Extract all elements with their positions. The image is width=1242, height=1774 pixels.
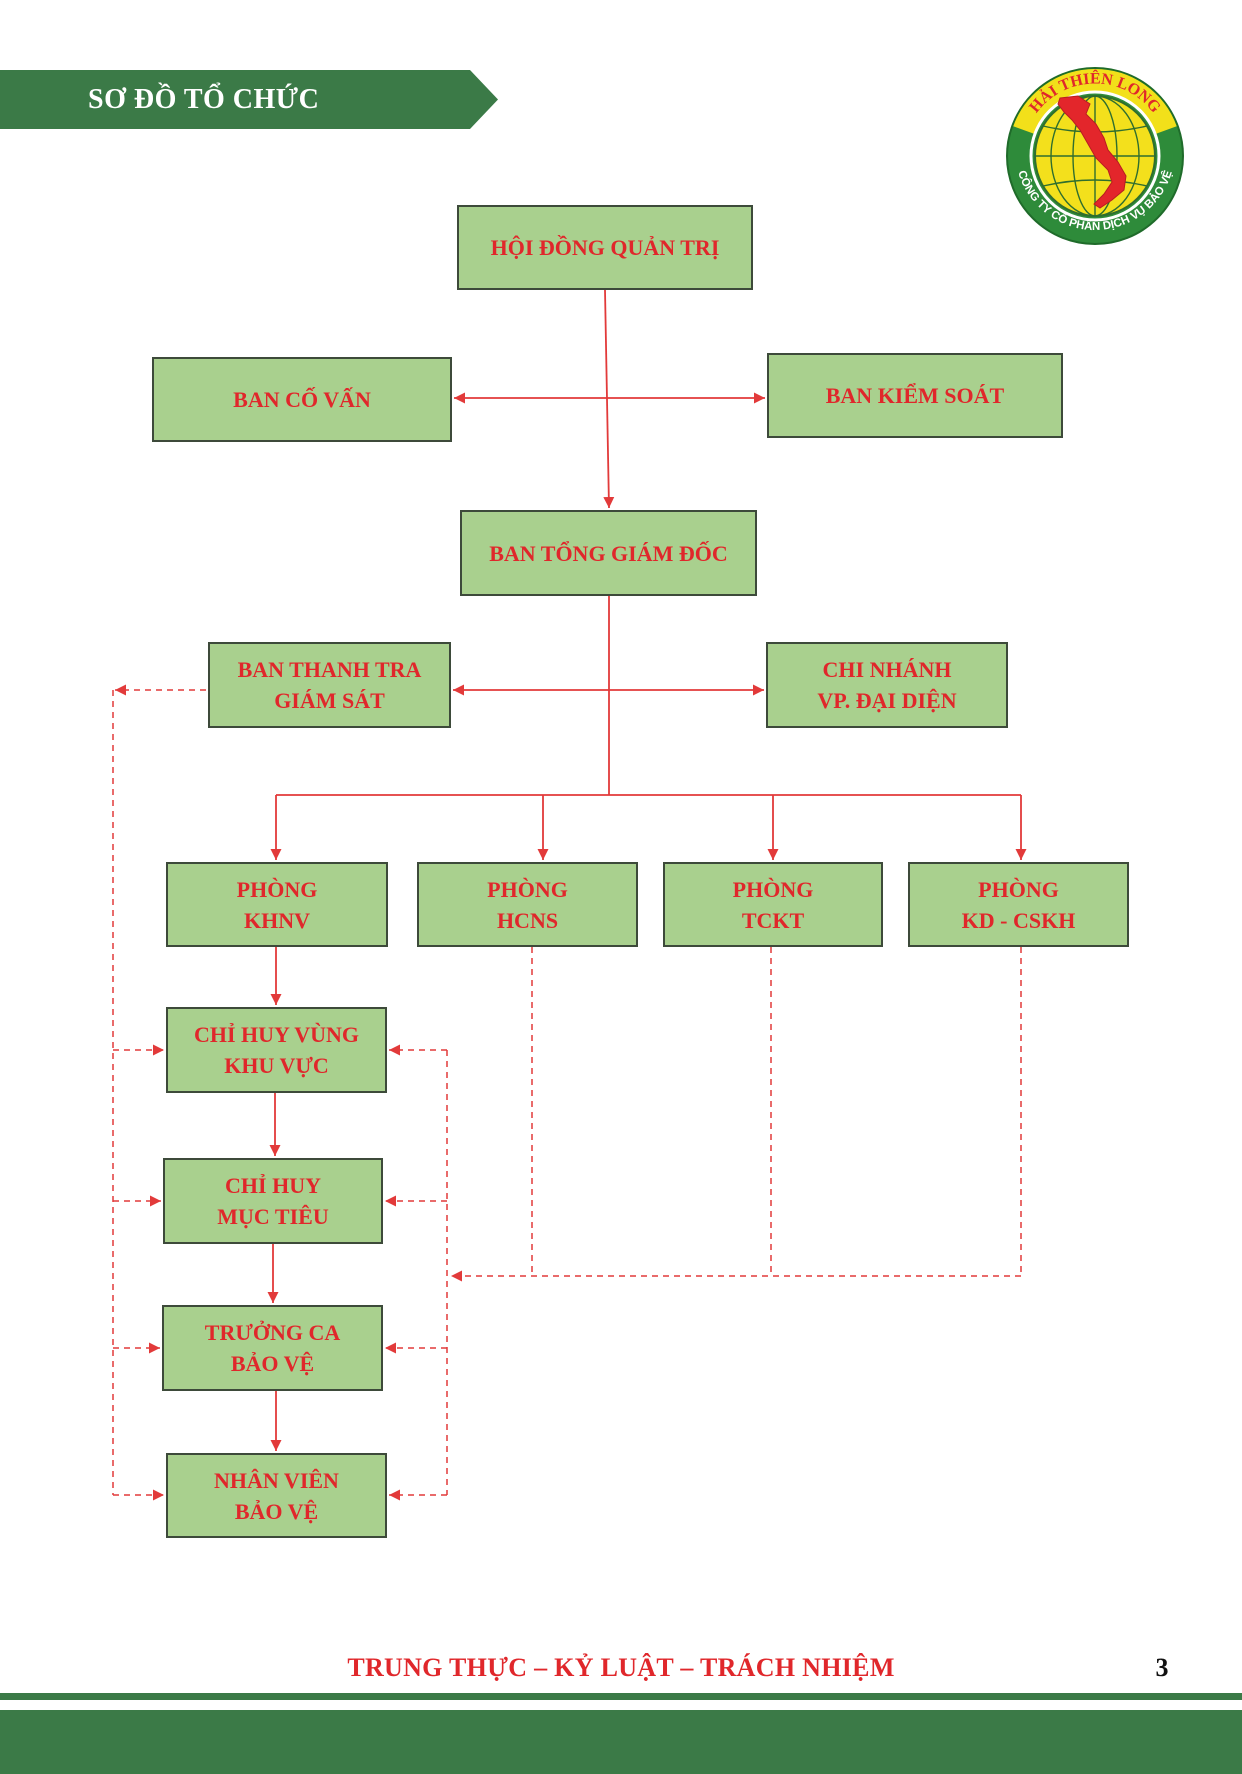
page-number: 3 bbox=[1155, 1653, 1169, 1682]
node-executive: BAN TỔNG GIÁM ĐỐC bbox=[460, 510, 757, 596]
logo-top-band bbox=[1013, 69, 1177, 135]
node-dept-tckt-line-2: TCKT bbox=[741, 907, 805, 933]
node-dept-khnv: PHÒNG KHNV bbox=[166, 862, 388, 947]
node-dept-tckt: PHÒNG TCKT bbox=[663, 862, 883, 947]
company-logo: HẢI THIÊN LONG CÔNG TY CỔ PHẦN DỊCH VỤ B… bbox=[1006, 67, 1184, 245]
node-dept-hcns: PHÒNG HCNS bbox=[417, 862, 638, 947]
node-site-command: CHỈ HUY MỤC TIÊU bbox=[163, 1158, 383, 1244]
node-shift-leader-line-1: TRƯỞNG CA bbox=[204, 1320, 341, 1345]
node-dept-kd-cskh-line-1: PHÒNG bbox=[978, 876, 1059, 902]
node-inspection-line-1: BAN THANH TRA bbox=[237, 657, 422, 682]
node-supervisory-label: BAN KIỂM SOÁT bbox=[825, 383, 1005, 408]
node-dept-khnv-line-1: PHÒNG bbox=[236, 876, 318, 902]
node-executive-label: BAN TỔNG GIÁM ĐỐC bbox=[489, 540, 728, 566]
page-title: SƠ ĐỒ TỔ CHỨC bbox=[88, 84, 320, 115]
node-dept-hcns-line-2: HCNS bbox=[496, 907, 559, 933]
node-branch-line-1: CHI NHÁNH bbox=[822, 657, 952, 682]
node-dept-tckt-line-1: PHÒNG bbox=[732, 876, 814, 902]
node-shift-leader: TRƯỞNG CA BẢO VỆ bbox=[162, 1305, 383, 1391]
connector-board-to-executive bbox=[603, 289, 615, 509]
node-branch-line-2: VP. ĐẠI DIỆN bbox=[817, 688, 957, 713]
node-branch: CHI NHÁNH VP. ĐẠI DIỆN bbox=[766, 642, 1008, 728]
node-security-guard-line-1: NHÂN VIÊN bbox=[214, 1467, 339, 1493]
node-dept-khnv-line-2: KHNV bbox=[244, 907, 310, 933]
node-security-guard-line-2: BẢO VỆ bbox=[234, 1498, 319, 1524]
node-advisory: BAN CỐ VẤN bbox=[152, 357, 452, 442]
node-supervisory: BAN KIỂM SOÁT bbox=[767, 353, 1063, 438]
node-board-label: HỘI ĐỒNG QUẢN TRỊ bbox=[490, 235, 720, 260]
vietnam-map-icon bbox=[1057, 95, 1127, 209]
footer-band bbox=[0, 1710, 1242, 1774]
node-site-command-line-2: MỤC TIÊU bbox=[217, 1204, 329, 1229]
node-advisory-label: BAN CỐ VẤN bbox=[233, 387, 371, 412]
node-dept-hcns-line-1: PHÒNG bbox=[487, 876, 568, 902]
node-site-command-line-1: CHỈ HUY bbox=[225, 1173, 321, 1198]
node-inspection-line-2: GIÁM SÁT bbox=[274, 688, 385, 713]
node-dept-kd-cskh: PHÒNG KD - CSKH bbox=[908, 862, 1129, 947]
node-security-guard: NHÂN VIÊN BẢO VỆ bbox=[166, 1453, 387, 1538]
node-regional-command-line-1: CHỈ HUY VÙNG bbox=[193, 1022, 359, 1047]
footer-rule bbox=[0, 1693, 1242, 1700]
node-inspection: BAN THANH TRA GIÁM SÁT bbox=[208, 642, 451, 728]
node-board: HỘI ĐỒNG QUẢN TRỊ bbox=[457, 205, 753, 290]
section-banner: SƠ ĐỒ TỔ CHỨC bbox=[0, 70, 498, 129]
logo-inner-rim bbox=[1029, 90, 1161, 222]
node-shift-leader-line-2: BẢO VỆ bbox=[230, 1351, 315, 1376]
node-regional-command: CHỈ HUY VÙNG KHU VỰC bbox=[166, 1007, 387, 1093]
footer-motto: TRUNG THỰC – KỶ LUẬT – TRÁCH NHIỆM bbox=[347, 1653, 895, 1682]
node-dept-kd-cskh-line-2: KD - CSKH bbox=[961, 907, 1076, 933]
node-regional-command-line-2: KHU VỰC bbox=[224, 1053, 329, 1078]
